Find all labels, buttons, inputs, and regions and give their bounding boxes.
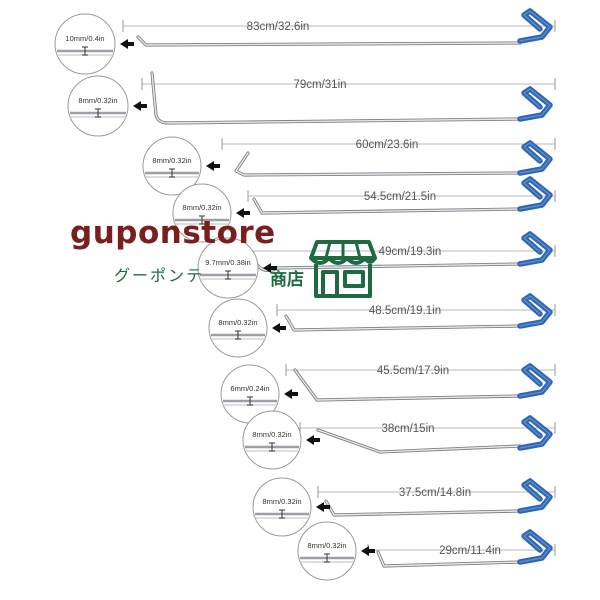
rod-handle-highlight bbox=[519, 295, 551, 327]
callout-circle bbox=[142, 136, 202, 196]
rod-length-label: 60cm/23.6in bbox=[356, 139, 419, 151]
diameter-callout: 8mm/0.32in bbox=[142, 136, 202, 196]
arrow-left-icon bbox=[236, 208, 250, 218]
rod-diameter-label: 8mm/0.32in bbox=[307, 541, 346, 550]
diameter-callout: 8mm/0.32in bbox=[242, 410, 302, 470]
callout-circle bbox=[242, 410, 302, 470]
rod-diameter-label: 10mm/0.4in bbox=[65, 34, 104, 43]
arrow-left-icon bbox=[272, 323, 286, 333]
rod-handle-highlight bbox=[519, 480, 551, 512]
diameter-marker bbox=[235, 330, 241, 340]
diameter-callout: 8mm/0.32in bbox=[252, 477, 312, 537]
rod-shaft-outline bbox=[234, 151, 522, 177]
rod-2: 79cm/31in 8mm/0.32in bbox=[67, 71, 556, 137]
arrow-left-icon bbox=[120, 39, 134, 49]
rod-diameter-label: 8mm/0.32in bbox=[252, 430, 291, 439]
rod-9: 37.5cm/14.8in 8mm/0.32in bbox=[252, 477, 556, 537]
rod-shaft bbox=[253, 198, 521, 214]
arrow-left-icon bbox=[284, 389, 298, 399]
rod-shaft bbox=[294, 369, 521, 401]
diameter-marker bbox=[269, 442, 275, 452]
diameter-callout: 8mm/0.32in bbox=[67, 75, 129, 137]
rod-handle-highlight bbox=[519, 88, 551, 120]
brand-shop: 商店 bbox=[270, 270, 304, 290]
rod-length-label: 83cm/32.6in bbox=[247, 21, 310, 33]
brand-name: guponstore bbox=[70, 215, 276, 251]
rod-length-label: 54.5cm/21.5in bbox=[364, 191, 436, 203]
rod-3: 60cm/23.6in 8mm/0.32in bbox=[142, 136, 556, 196]
rod-diameter-label: 8mm/0.32in bbox=[152, 156, 191, 165]
arrow-left-icon bbox=[316, 502, 330, 512]
callout-circle bbox=[54, 13, 116, 75]
rod-shaft bbox=[235, 152, 521, 176]
rod-handle-highlight bbox=[519, 417, 551, 449]
rod-handle-highlight bbox=[519, 10, 551, 42]
rod-10: 29cm/11.4in 8mm/0.32in bbox=[297, 521, 556, 581]
rod-shaft bbox=[137, 36, 521, 46]
arrow-left-icon bbox=[133, 101, 147, 111]
rods-layer: 83cm/32.6in 10mm/0.4in 79cm/31in 8mm/0.32in… bbox=[54, 8, 556, 581]
diameter-marker bbox=[169, 168, 175, 178]
rod-shaft bbox=[151, 72, 521, 124]
rod-diameter-label: 8mm/0.32in bbox=[182, 203, 221, 212]
diameter-callout: 10mm/0.4in bbox=[54, 13, 116, 75]
diameter-marker bbox=[324, 553, 330, 563]
rod-8: 38cm/15in 8mm/0.32in bbox=[242, 410, 556, 470]
rod-5: 49cm/19.3in 9.7mm/0.38in bbox=[197, 231, 556, 299]
rod-handle-highlight bbox=[519, 178, 551, 210]
rod-handle-highlight bbox=[519, 142, 551, 174]
rod-length-label: 49cm/19.3in bbox=[379, 246, 442, 258]
diameter-callout: 6mm/0.24in bbox=[220, 364, 280, 424]
rod-6: 48.5cm/19.1in 8mm/0.32in bbox=[208, 293, 556, 358]
diameter-marker bbox=[82, 46, 88, 56]
rod-diameter-label: 6mm/0.24in bbox=[230, 384, 269, 393]
rod-shaft bbox=[317, 429, 521, 453]
diameter-marker bbox=[279, 509, 285, 519]
arrow-left-icon bbox=[263, 263, 277, 273]
rod-4: 54.5cm/21.5in 8mm/0.32in bbox=[172, 176, 556, 243]
rod-1: 83cm/32.6in 10mm/0.4in bbox=[54, 8, 556, 75]
callout-circle bbox=[172, 183, 232, 243]
rod-diameter-label: 9.7mm/0.38in bbox=[205, 258, 250, 267]
rod-diameter-label: 8mm/0.32in bbox=[218, 318, 257, 327]
rod-length-label: 37.5cm/14.8in bbox=[399, 487, 471, 499]
callout-circle bbox=[297, 521, 357, 581]
rod-length-label: 48.5cm/19.1in bbox=[369, 305, 441, 317]
callout-circle bbox=[252, 477, 312, 537]
rod-shaft bbox=[285, 315, 521, 331]
diameter-callout: 9.7mm/0.38in bbox=[197, 237, 259, 299]
rod-7: 45.5cm/17.9in 6mm/0.24in bbox=[220, 363, 556, 424]
rod-shaft bbox=[377, 551, 521, 567]
diameter-marker bbox=[199, 215, 205, 225]
rod-diameter-label: 8mm/0.32in bbox=[262, 497, 301, 506]
callout-circle bbox=[197, 237, 259, 299]
store-icon bbox=[309, 240, 377, 298]
arrow-left-icon bbox=[361, 546, 375, 556]
diameter-marker bbox=[95, 108, 101, 118]
callout-circle bbox=[67, 75, 129, 137]
rod-handle-highlight bbox=[519, 233, 551, 265]
rod-diameter-label: 8mm/0.32in bbox=[78, 96, 117, 105]
rod-handle-highlight bbox=[519, 531, 551, 563]
callout-circle bbox=[208, 298, 268, 358]
rod-length-label: 38cm/15in bbox=[381, 423, 434, 435]
rod-handle-highlight bbox=[519, 365, 551, 397]
diameter-marker bbox=[247, 396, 253, 406]
arrow-left-icon bbox=[306, 435, 320, 445]
diameter-callout: 8mm/0.32in bbox=[172, 183, 232, 243]
diameter-marker bbox=[225, 270, 231, 280]
diameter-callout: 8mm/0.32in bbox=[297, 521, 357, 581]
rod-length-label: 79cm/31in bbox=[293, 79, 346, 91]
arrow-left-icon bbox=[206, 161, 220, 171]
rod-length-label: 45.5cm/17.9in bbox=[377, 365, 449, 377]
rod-length-label: 29cm/11.4in bbox=[439, 545, 501, 557]
diameter-callout: 8mm/0.32in bbox=[208, 298, 268, 358]
brand-kana: グーポンテ bbox=[114, 266, 205, 285]
